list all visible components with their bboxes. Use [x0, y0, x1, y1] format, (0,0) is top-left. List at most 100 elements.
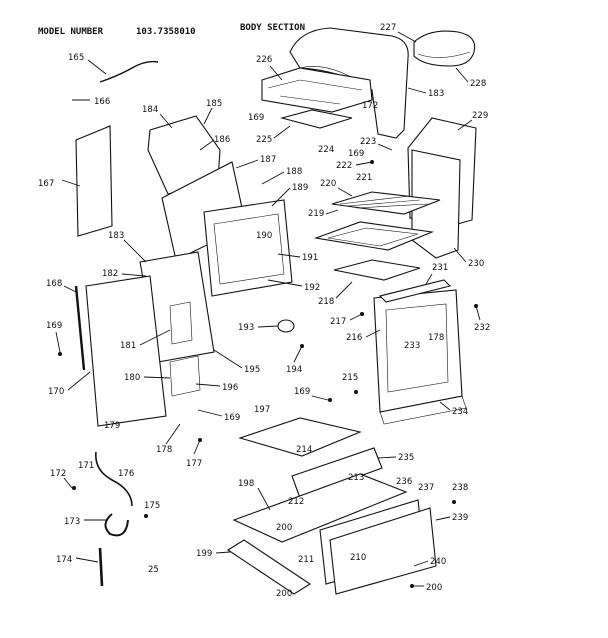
label-200-c: 200: [426, 583, 442, 593]
hook-part: [104, 513, 129, 537]
hinge-part: [95, 451, 133, 507]
label-219: 219: [308, 209, 324, 219]
label-175: 175: [144, 501, 160, 511]
label-200-b: 200: [276, 589, 292, 599]
section-title: BODY SECTION: [240, 23, 305, 33]
knob-part: [277, 319, 295, 333]
label-194: 194: [286, 365, 302, 375]
label-240: 240: [430, 557, 446, 567]
label-169-b: 169: [224, 413, 240, 423]
oven-door-part: [373, 289, 467, 425]
label-173: 173: [64, 517, 80, 527]
label-229: 229: [472, 111, 488, 121]
label-187: 187: [260, 155, 276, 165]
label-212: 212: [288, 497, 304, 507]
label-191: 191: [302, 253, 318, 263]
label-217: 217: [330, 317, 346, 327]
label-183-a: 183: [108, 231, 124, 241]
label-231: 231: [432, 263, 448, 273]
label-192: 192: [304, 283, 320, 293]
model-number-value: 103.7358010: [136, 27, 196, 37]
panel-part-235: [291, 447, 383, 499]
label-177: 177: [186, 459, 202, 469]
label-234: 234: [452, 407, 468, 417]
label-165: 165: [68, 53, 84, 63]
label-196: 196: [222, 383, 238, 393]
label-190: 190: [256, 231, 272, 241]
front-panel-part: [85, 275, 201, 427]
label-178-b: 178: [428, 333, 444, 343]
label-186: 186: [214, 135, 230, 145]
label-227: 227: [380, 23, 396, 33]
label-179: 179: [104, 421, 120, 431]
label-230: 230: [468, 259, 484, 269]
plate-part-225: [279, 109, 353, 129]
label-200-a: 200: [276, 523, 292, 533]
label-225: 225: [256, 135, 272, 145]
label-233: 233: [404, 341, 420, 351]
label-216: 216: [346, 333, 362, 343]
label-174: 174: [56, 555, 72, 565]
label-182: 182: [102, 269, 118, 279]
label-228: 228: [470, 79, 486, 89]
label-235: 235: [398, 453, 414, 463]
top-cap-part: [413, 30, 476, 67]
label-181: 181: [120, 341, 136, 351]
label-199: 199: [196, 549, 212, 559]
label-166: 166: [94, 97, 110, 107]
label-169-a: 169: [46, 321, 62, 331]
page-number: 25: [148, 565, 159, 575]
wire-part: [99, 60, 159, 83]
label-170: 170: [48, 387, 64, 397]
label-193: 193: [238, 323, 254, 333]
label-168: 168: [46, 279, 62, 289]
label-198: 198: [238, 479, 254, 489]
label-224: 224: [318, 145, 334, 155]
part-callouts: 165 166 167 168 169 170 171 172 173 174 …: [38, 23, 490, 599]
screws: [58, 160, 478, 588]
broiler-pan-part: [313, 221, 435, 251]
label-169-c: 169: [294, 387, 310, 397]
label-172-a: 172: [50, 469, 66, 479]
drawer-front-part: [319, 499, 437, 595]
label-178: 178: [156, 445, 172, 455]
label-226: 226: [256, 55, 272, 65]
drawer-base-part: [232, 473, 408, 543]
label-218: 218: [318, 297, 334, 307]
label-180: 180: [124, 373, 140, 383]
label-236: 236: [396, 477, 412, 487]
label-167: 167: [38, 179, 54, 189]
bar-part: [98, 547, 104, 587]
label-189: 189: [292, 183, 308, 193]
side-strip-part: [75, 125, 113, 237]
label-214: 214: [296, 445, 312, 455]
label-215: 215: [342, 373, 358, 383]
tray-part: [333, 259, 421, 281]
label-239: 239: [452, 513, 468, 523]
label-221: 221: [356, 173, 372, 183]
label-197: 197: [254, 405, 270, 415]
label-211: 211: [298, 555, 314, 565]
drawer-rail-part: [226, 539, 312, 595]
door-rail-part: [378, 279, 452, 303]
label-176: 176: [118, 469, 134, 479]
burner-box-part: [261, 67, 373, 113]
drawer-top-part: [238, 417, 362, 457]
label-172-b: 172: [362, 101, 378, 111]
label-195: 195: [244, 365, 260, 375]
label-169-e: 169: [248, 113, 264, 123]
label-213: 213: [348, 473, 364, 483]
label-169-d: 169: [348, 149, 364, 159]
label-232: 232: [474, 323, 490, 333]
model-number-label: MODEL NUMBER: [38, 27, 104, 37]
oven-liner-part: [203, 199, 293, 297]
label-222: 222: [336, 161, 352, 171]
label-223: 223: [360, 137, 376, 147]
label-220: 220: [320, 179, 336, 189]
label-188: 188: [286, 167, 302, 177]
label-210: 210: [350, 553, 366, 563]
oven-rack-part: [331, 191, 441, 215]
rod-part: [74, 285, 86, 371]
label-237: 237: [418, 483, 434, 493]
